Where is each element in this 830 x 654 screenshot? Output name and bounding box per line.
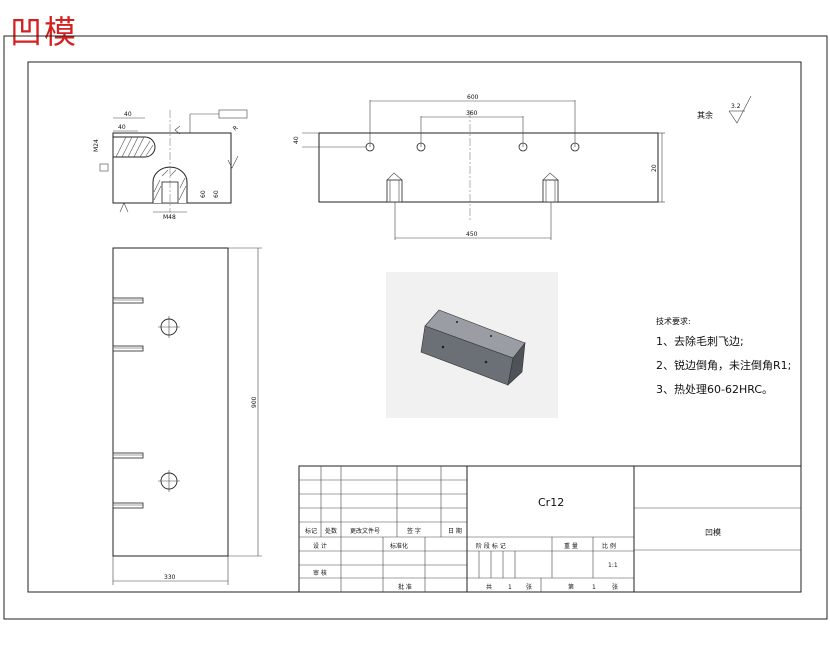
tb-standardization: 标准化 bbox=[390, 542, 408, 550]
tb-approve: 批 准 bbox=[398, 583, 412, 591]
dim-330: 330 bbox=[164, 574, 176, 581]
dim-900: 900 bbox=[251, 396, 258, 408]
outer-frame bbox=[3, 35, 828, 620]
dim-360: 360 bbox=[466, 110, 478, 117]
dim-450: 450 bbox=[466, 231, 478, 238]
tb-stage-mark: 阶 段 标 记 bbox=[476, 542, 506, 550]
tb-date: 日 期 bbox=[448, 527, 462, 535]
tb-sheet-num: 1 bbox=[592, 584, 596, 591]
dim-side-m48: M48 bbox=[163, 214, 176, 221]
dim-side-40b: 40 bbox=[118, 124, 126, 131]
tb-sheet-unit: 张 bbox=[612, 583, 618, 591]
tb-mark: 标记 bbox=[305, 527, 317, 535]
tb-change-doc: 更改文件号 bbox=[350, 527, 380, 535]
dim-20: 20 bbox=[651, 164, 658, 172]
tb-sheet-label: 第 bbox=[568, 583, 574, 591]
tech-item-3: 3、热处理60-62HRC。 bbox=[656, 383, 773, 396]
tb-total-label: 共 bbox=[486, 583, 492, 591]
tb-scale-label: 比 例 bbox=[602, 542, 616, 550]
tech-item-2: 2、锐边倒角，未注倒角R1; bbox=[656, 358, 791, 372]
front-view: 600 360 450 40 20 bbox=[293, 94, 665, 240]
tb-weight: 重 量 bbox=[564, 542, 578, 550]
tb-designer: 设 计 bbox=[313, 542, 327, 550]
tech-title: 技术要求: bbox=[656, 316, 691, 326]
dim-side-m24: M24 bbox=[93, 139, 100, 152]
dim-40: 40 bbox=[293, 136, 300, 144]
surface-roughness-icon: 其余 3.2 bbox=[697, 95, 752, 124]
view-3d-render-icon bbox=[386, 272, 558, 418]
top-view: 900 330 bbox=[112, 247, 262, 585]
technical-requirements: 技术要求: 1、去除毛刺飞边; 2、锐边倒角，未注倒角R1; 3、热处理60-6… bbox=[656, 316, 791, 396]
dim-side-40a: 40 bbox=[124, 111, 132, 118]
side-section-view: 40 40 M24 M48 60 60 R bbox=[93, 109, 248, 221]
dim-side-60b: 60 bbox=[213, 190, 220, 198]
tb-total-unit: 张 bbox=[526, 583, 532, 591]
title-block: 标记 处数 更改文件号 签 字 日 期 设 计 标准化 审 核 批 准 Cr12… bbox=[298, 465, 802, 593]
tb-part-name: 凹模 bbox=[705, 527, 721, 537]
drawing-heading: 凹模 bbox=[10, 13, 79, 51]
tb-material: Cr12 bbox=[538, 496, 564, 509]
tb-sign: 签 字 bbox=[407, 527, 421, 535]
dim-side-60a: 60 bbox=[200, 190, 207, 198]
dim-side-r: R bbox=[232, 124, 240, 132]
tb-review: 审 核 bbox=[313, 569, 327, 577]
roughness-value: 3.2 bbox=[731, 103, 741, 110]
dim-600: 600 bbox=[467, 94, 479, 101]
tb-total-num: 1 bbox=[508, 584, 512, 591]
roughness-prefix: 其余 bbox=[697, 110, 713, 120]
tb-count: 处数 bbox=[325, 527, 337, 535]
tb-scale: 1:1 bbox=[608, 562, 618, 569]
tech-item-1: 1、去除毛刺飞边; bbox=[656, 334, 744, 348]
